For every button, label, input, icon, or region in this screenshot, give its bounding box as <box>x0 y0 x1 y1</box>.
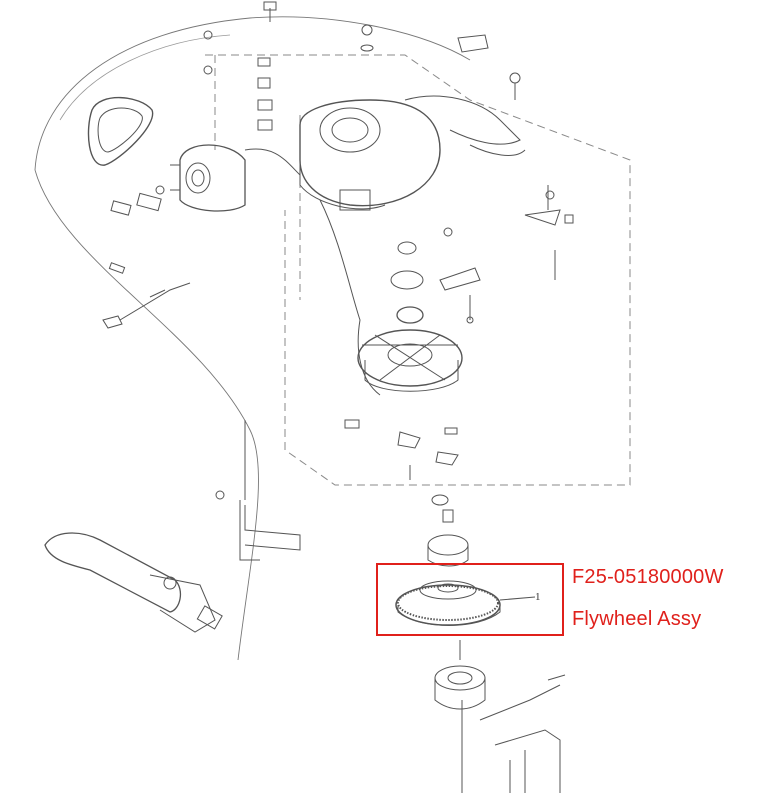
throttle-cable <box>244 148 381 396</box>
recoil-handle <box>87 96 154 166</box>
part-number-label: F25-05180000W <box>572 566 724 588</box>
wiring-harness <box>479 674 566 793</box>
part-name-label: Flywheel Assy <box>572 608 702 630</box>
recoil-starter-cover <box>299 95 526 211</box>
item-number: 1 <box>535 591 541 603</box>
highlight-box <box>376 563 564 636</box>
left-hardware <box>102 185 191 329</box>
starter-case <box>170 144 246 212</box>
recoil-reel-parts <box>357 241 463 392</box>
tiller-arm <box>44 490 301 633</box>
flywheel-drawing <box>395 580 536 626</box>
fastener-stack <box>203 1 521 131</box>
lower-hardware <box>344 419 469 567</box>
cowl-outline <box>34 16 471 661</box>
right-linkage <box>439 185 574 324</box>
stator <box>434 640 486 793</box>
